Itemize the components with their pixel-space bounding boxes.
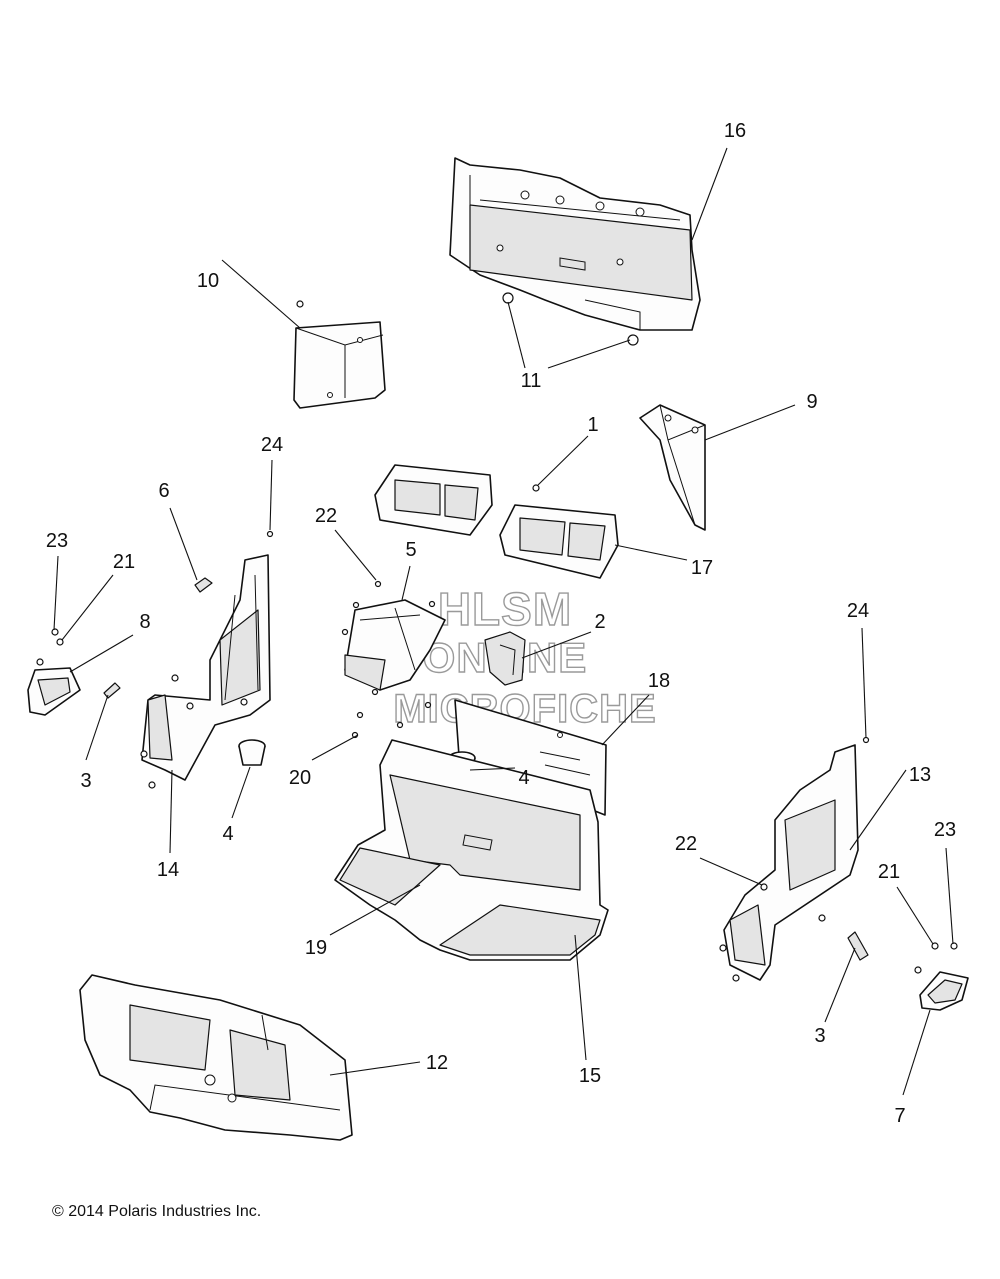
callout-2: 2 (594, 611, 605, 633)
callout-labels: 16 10 11 9 1 24 6 22 5 17 23 21 8 2 24 1… (46, 120, 956, 1127)
callout-22-right: 22 (675, 833, 697, 855)
callout-4-left: 4 (222, 823, 233, 845)
callout-18: 18 (648, 670, 670, 692)
callout-21-left: 21 (113, 551, 135, 573)
callout-23-left: 23 (46, 530, 68, 552)
part-12-front-dash[interactable] (79, 974, 353, 1141)
part-8-left-handle[interactable] (27, 628, 81, 716)
part-2-bracket[interactable] (484, 631, 526, 686)
part-7-right-handle[interactable] (914, 942, 969, 1011)
callout-3-left: 3 (80, 770, 91, 792)
part-1-fastener[interactable] (532, 484, 540, 492)
part-16-rear-panel[interactable] (449, 157, 701, 346)
callout-10: 10 (197, 270, 219, 292)
callout-13: 13 (909, 764, 931, 786)
callout-19: 19 (305, 937, 327, 959)
part-10-left-side-panel[interactable] (293, 300, 386, 409)
callout-21-right: 21 (878, 861, 900, 883)
callout-24-right: 24 (847, 600, 869, 622)
callout-3-right: 3 (814, 1025, 825, 1047)
callout-4-center: 4 (518, 767, 529, 789)
watermark-line-1: HLSM (438, 583, 572, 635)
callout-7: 7 (894, 1105, 905, 1127)
callout-6: 6 (158, 480, 169, 502)
callout-20: 20 (289, 767, 311, 789)
part-5-console-cover[interactable] (341, 580, 446, 691)
part-14-left-trim-panel[interactable] (140, 530, 274, 789)
callout-14: 14 (157, 859, 179, 881)
callout-5: 5 (405, 539, 416, 561)
callout-17: 17 (691, 557, 713, 579)
copyright-notice: © 2014 Polaris Industries Inc. (52, 1203, 262, 1220)
part-9-right-side-panel[interactable] (639, 404, 706, 531)
callout-15: 15 (579, 1065, 601, 1087)
callout-16: 16 (724, 120, 746, 142)
callout-11: 11 (521, 370, 542, 392)
part-20-fasteners[interactable] (351, 688, 432, 739)
callout-24-left: 24 (261, 434, 283, 456)
leader-lines (53, 147, 954, 1096)
part-3-right-strap[interactable] (847, 931, 869, 961)
part-4-left-cup[interactable] (238, 739, 266, 766)
callout-12: 12 (426, 1052, 448, 1074)
callout-1: 1 (587, 414, 598, 436)
callout-22-left: 22 (315, 505, 337, 527)
callout-9: 9 (806, 391, 817, 413)
part-17-cup-holder-tray-right[interactable] (499, 504, 619, 579)
callout-8: 8 (139, 611, 150, 633)
callout-23-right: 23 (934, 819, 956, 841)
part-19-15-floor-panel[interactable] (334, 739, 609, 961)
part-13-right-trim-panel[interactable] (719, 736, 870, 982)
part-6-clip[interactable] (194, 577, 213, 593)
part-3-left-strap[interactable] (103, 682, 121, 699)
part-17-cup-holder-tray-left[interactable] (374, 464, 493, 536)
